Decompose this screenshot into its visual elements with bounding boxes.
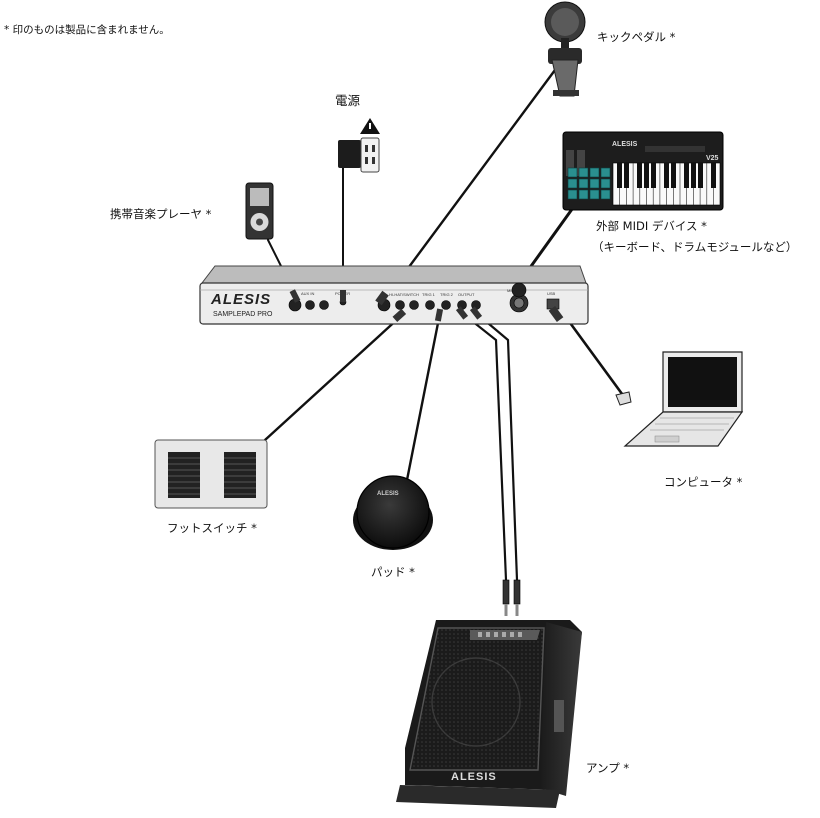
label-pad: パッド * [371,565,415,579]
kick-pedal-image [544,1,586,97]
device-model: SAMPLEPAD PRO [213,311,273,318]
amp-image: ALESIS [396,620,582,808]
keyboard-model: V25 [706,155,719,162]
port-label-aux: AUX IN [301,291,314,296]
laptop-image [615,351,744,447]
footnote-not-included: * 印のものは製品に含まれません。 [4,24,170,36]
label-amp: アンプ * [586,761,630,775]
keyboard-keys [612,162,721,206]
port-label-trigger1: TRIG 1 [422,292,436,297]
samplepad-device: ALESIS SAMPLEPAD PRO AUX IN POWER HI-HAT… [199,265,589,325]
midi-keyboard-image: ALESIS V25 [562,131,724,211]
device-brand: ALESIS [210,291,271,308]
amp-plugs [502,579,521,616]
pad-cable [405,316,441,482]
device-plugs [289,282,564,323]
port-label-output: OUTPUT [458,292,475,297]
port-label-usb: USB [547,291,556,296]
label-computer: コンピュータ * [664,475,743,489]
port-label-trigger2: TRIG 2 [440,292,454,297]
amp-cable-left [460,311,508,582]
amp-brand: ALESIS [451,771,497,783]
label-power: 電源 [335,93,361,108]
label-music-player: 携帯音楽プレーヤ * [110,207,212,221]
foot-switch-image [154,439,268,509]
music-player-image [245,182,274,240]
cables [263,68,627,582]
kick-pedal-cable [381,68,557,304]
label-kick-pedal: キックペダル * [597,30,676,44]
label-foot-switch: フットスイッチ * [167,521,257,535]
keyboard-pads [567,167,611,200]
power-outlet-image [338,118,380,173]
keyboard-brand: ALESIS [612,141,638,148]
pad-image: ALESIS [353,475,433,550]
port-label-hihat: HI-HAT/SWITCH [389,292,419,297]
label-midi-device-examples: （キーボード、ドラムモジュールなど） [592,240,798,254]
pad-brand: ALESIS [377,491,399,497]
label-midi-device: 外部 MIDI デバイス * [596,219,707,233]
foot-switch-cable [263,314,403,442]
